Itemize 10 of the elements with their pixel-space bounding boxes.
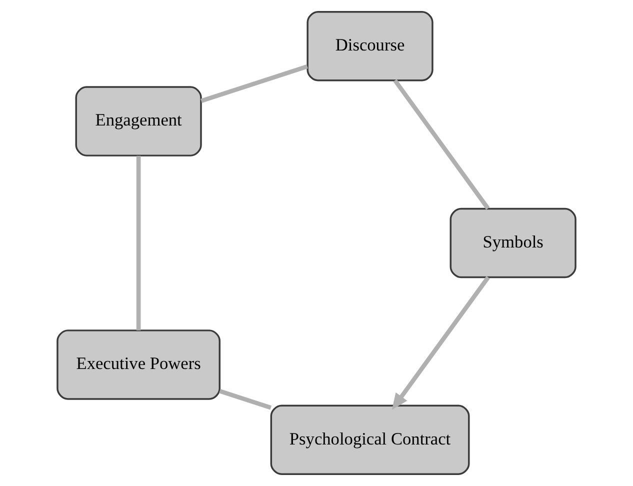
arrow (392, 276, 490, 410)
connector (136, 156, 141, 330)
node-box: Psychological Contract (270, 404, 470, 476)
node-box: Discourse (306, 10, 434, 82)
node-box: Engagement (75, 86, 202, 156)
connector (219, 389, 272, 410)
connector (200, 64, 308, 104)
node-box: Symbols (450, 208, 576, 278)
connector (393, 79, 490, 210)
node-box: Executive Powers (56, 330, 221, 400)
